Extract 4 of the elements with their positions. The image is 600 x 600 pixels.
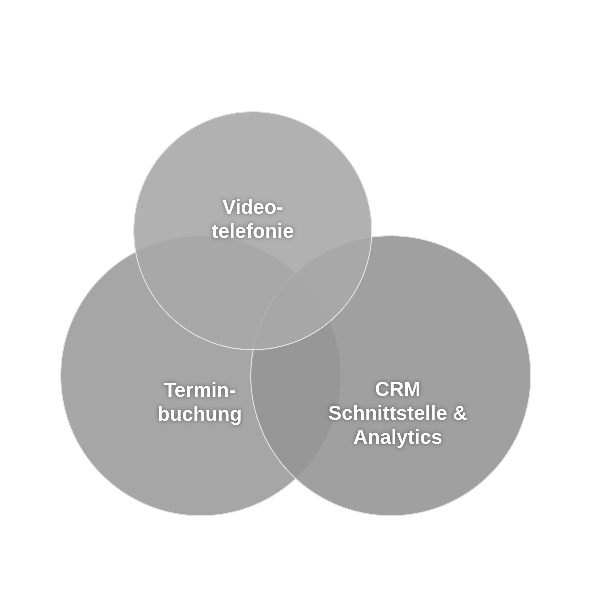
- venn-circle: [134, 112, 372, 350]
- circle-label: Video- telefonie: [210, 196, 296, 244]
- circle-label: Termin- buchung: [156, 379, 244, 427]
- circle-label: CRM Schnittstelle & Analytics: [328, 378, 468, 450]
